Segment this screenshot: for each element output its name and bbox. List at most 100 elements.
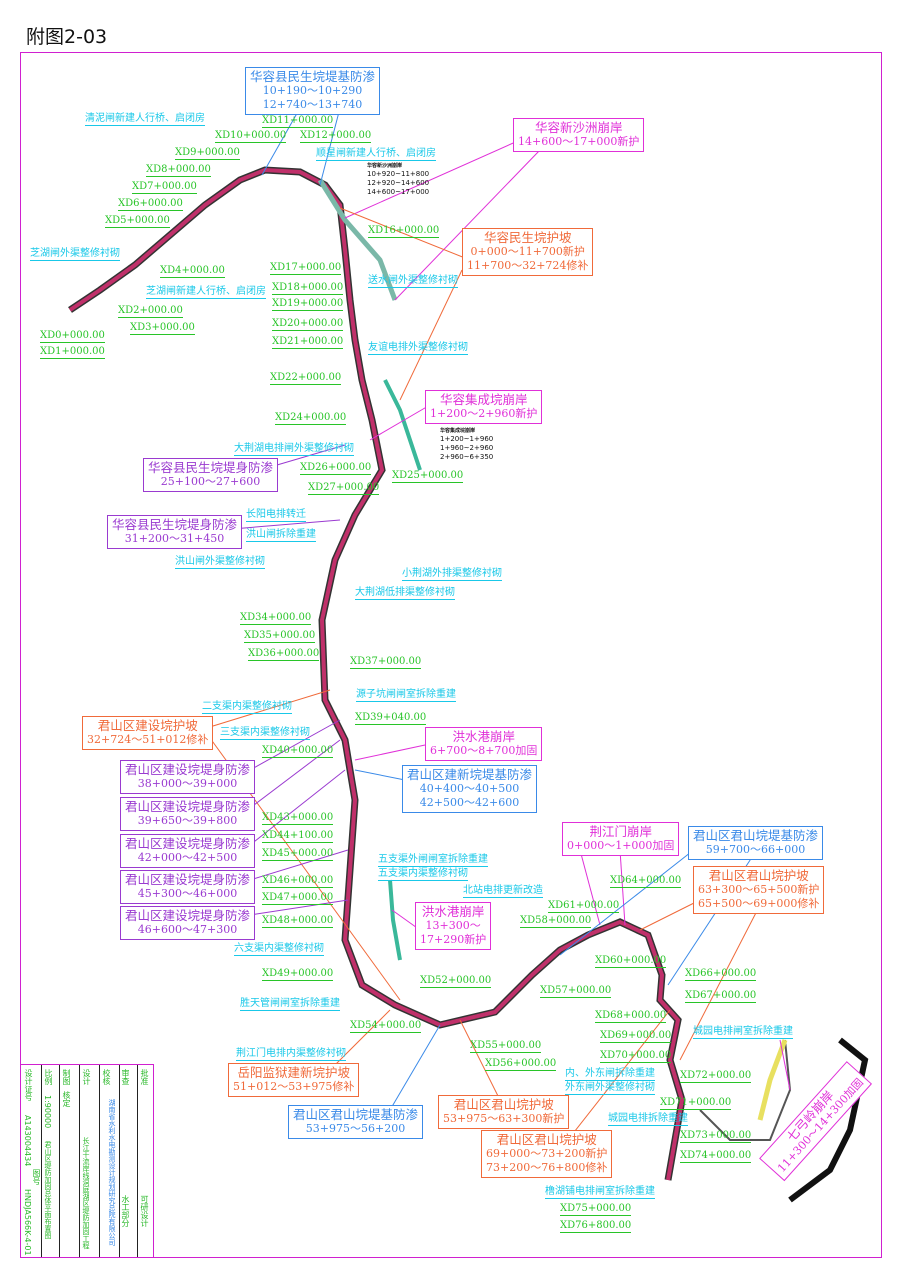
facility-label: 芝湖闸新建人行桥、启闭房 [146, 286, 266, 299]
annotation-line: 华容县民生垸堤身防渗 [148, 460, 274, 475]
levee-route [68, 167, 685, 1181]
annotation-line: 53+975～63+300新护 [443, 1112, 565, 1125]
facility-label: 大荆湖电排闸外渠整修衬砌 [234, 443, 354, 456]
station-label: XD43+000.00 [262, 812, 334, 825]
drawn-label: 制图 [62, 1069, 71, 1085]
station-label: XD39+040.00 [355, 712, 427, 725]
title-block: 设计证号 A143004434 图号 HNDJA566K-4-01 比例 1:9… [20, 1064, 154, 1258]
station-label: XD64+000.00 [610, 875, 682, 888]
station-label: XD69+000.00 [600, 1030, 672, 1043]
station-label: XD54+000.00 [350, 1020, 422, 1033]
station-label: XD74+000.00 [680, 1150, 752, 1163]
verified-label: 校核 [102, 1069, 111, 1085]
leader-line [459, 1019, 501, 1101]
station-label: XD67+000.00 [685, 990, 757, 1003]
station-label: XD75+000.00 [560, 1203, 632, 1216]
station-label: XD71+000.00 [660, 1097, 732, 1110]
drawing-name: 君山区堤防加固总体平面布置图 [44, 1141, 52, 1239]
annotation-line: 42+000～42+500 [137, 851, 238, 864]
station-label: XD25+000.00 [392, 470, 464, 483]
facility-label: 芝湖闸外渠整修衬砌 [30, 248, 120, 261]
facility-label: 洪山闸外渠整修衬砌 [175, 556, 265, 569]
jicheng-bank [383, 379, 422, 471]
station-label: XD1+000.00 [40, 346, 105, 359]
annotation-line: 39+650～39+800 [137, 814, 238, 827]
facility-label: 长阳电排转迁 [246, 509, 306, 522]
annotation-line: 59+700～66+000 [705, 843, 806, 856]
annotation-line: 53+975～56+200 [305, 1122, 406, 1135]
annotation-line: 君山区建设垸堤身防渗 [125, 762, 251, 777]
annotation-line: 65+500～69+000修补 [698, 897, 820, 910]
leader-line [394, 149, 541, 301]
station-label: XD7+000.00 [132, 181, 197, 194]
legend-line: 1+960~2+960 [440, 444, 494, 452]
facility-label: 小荆湖外排渠整修衬砌 [402, 568, 502, 581]
facility-label: 城园电排拆除重建 [608, 1113, 688, 1126]
department: 水工部分 [121, 1195, 130, 1227]
legend-line: 2+960~6+350 [440, 453, 494, 461]
facility-label: 胜天管闸闸室拆除重建 [240, 998, 340, 1011]
reviewed-label: 核定 [62, 1091, 71, 1107]
leader-line [399, 269, 463, 401]
leader-line [319, 107, 341, 186]
facility-label: 六支渠内渠整修衬砌 [234, 943, 324, 956]
annotation-line: 12+740～13+740 [262, 98, 363, 111]
annotation-line: 华容集成垸崩岸 [439, 392, 528, 407]
facility-label: 五支渠外闸闸室拆除重建 [378, 854, 488, 867]
cert-label: 设计证号 [24, 1069, 33, 1101]
legend-line: 12+920~14+600 [367, 179, 430, 187]
station-label: XD52+000.00 [420, 975, 492, 988]
station-label: XD46+000.00 [262, 875, 334, 888]
annotation-line: 君山区建设垸堤身防渗 [125, 908, 251, 923]
leader-line [354, 769, 406, 781]
station-label: XD34+000.00 [240, 612, 312, 625]
station-label: XD26+000.00 [300, 462, 372, 475]
annotation-line: 17+290新护 [420, 933, 487, 946]
station-label: XD22+000.00 [270, 372, 342, 385]
station-label: XD70+000.00 [600, 1050, 672, 1063]
station-label: XD60+000.00 [595, 955, 667, 968]
station-label: XD10+000.00 [215, 130, 287, 143]
annotation-line: 华容民生垸护坡 [483, 230, 572, 245]
annotation-line: 63+300～65+500新护 [698, 883, 820, 896]
leader-line [329, 1009, 391, 1071]
station-label: XD40+000.00 [262, 745, 334, 758]
station-label: XD0+000.00 [40, 330, 105, 343]
station-label: XD5+000.00 [105, 215, 170, 228]
company-name: 湖南省水利水电勘测设计规划研究总院有限公司 [108, 1099, 116, 1246]
station-label: XD24+000.00 [275, 412, 347, 425]
annotation-line: 13+300～ [425, 919, 481, 932]
leader-line [249, 739, 341, 809]
station-label: XD16+000.00 [368, 225, 440, 238]
station-label: XD27+000.00 [308, 482, 380, 495]
annotation-line: 君山区建设垸堤身防渗 [125, 799, 251, 814]
checked-label: 审查 [121, 1069, 130, 1085]
station-label: XD37+000.00 [350, 656, 422, 669]
page-title: 附图2-03 [26, 26, 108, 48]
station-label: XD72+000.00 [680, 1070, 752, 1083]
annotation-line: 君山区建新垸堤基防渗 [407, 767, 533, 782]
annotation-line: 君山区君山垸护坡 [708, 868, 809, 883]
station-label: XD44+100.00 [262, 830, 334, 843]
stage: 可研设计 [140, 1195, 149, 1227]
annotation-line: 14+600～17+000新护 [518, 135, 640, 148]
annotation-line: 45+300～46+000 [137, 887, 238, 900]
annotation-line: 洪水港崩岸 [421, 904, 485, 919]
annotation-line: 君山区建设垸堤身防渗 [125, 872, 251, 887]
station-label: XD12+000.00 [300, 130, 372, 143]
facility-label: 北站电排更新改造 [463, 885, 543, 898]
cert-number: A143004434 [23, 1115, 32, 1167]
